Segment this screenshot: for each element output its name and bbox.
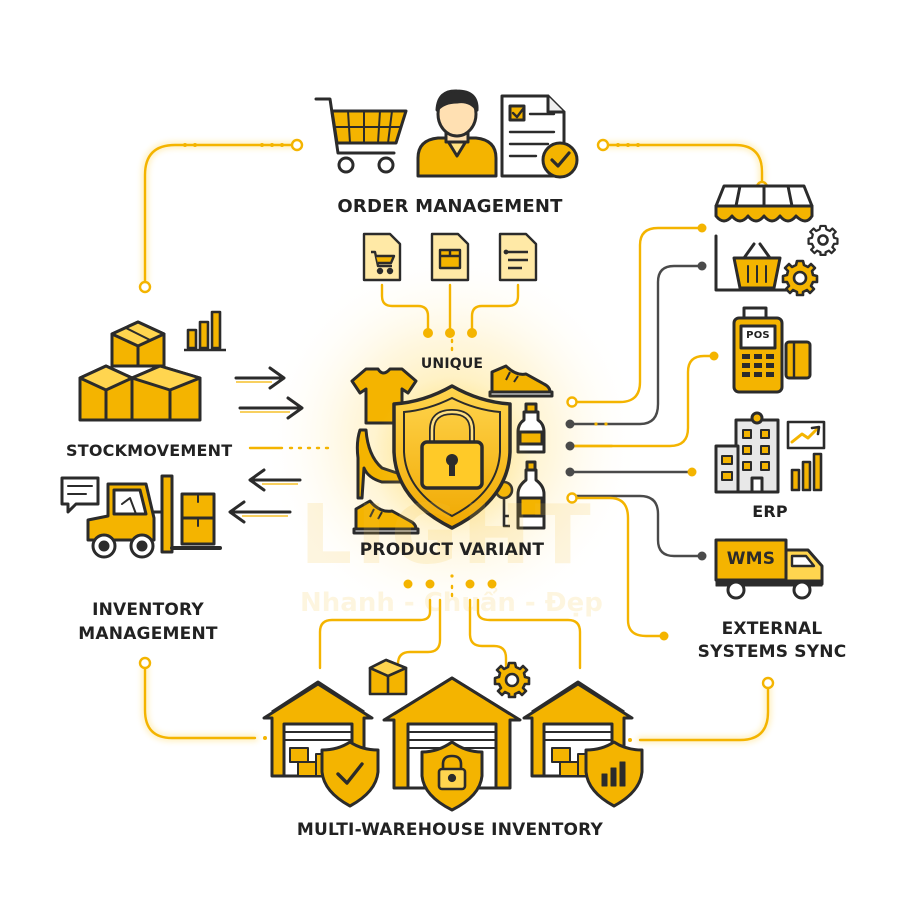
- outbound-arrows: [228, 468, 302, 524]
- external-systems-label-line1: EXTERNAL: [721, 619, 823, 639]
- shield-check-icon: [320, 740, 380, 808]
- warehouse-connector-dots: [403, 574, 497, 589]
- erp-label: ERP: [752, 502, 788, 521]
- inbound-arrows: [234, 366, 304, 420]
- doc-connector-dots: [423, 328, 477, 338]
- bar-chart-icon: [184, 310, 226, 352]
- right-connector-dots: [565, 223, 719, 641]
- outer-connectors: [138, 138, 775, 744]
- shopping-cart-icon: [314, 97, 408, 174]
- order-document-cart-icon: [362, 232, 402, 282]
- store-icon: [714, 184, 814, 292]
- box-icon: [368, 658, 408, 696]
- inbound-arrows-fill: [236, 381, 290, 413]
- order-document-list-icon: [498, 232, 538, 282]
- pos-badge-text: POS: [746, 330, 770, 341]
- unique-label: UNIQUE: [420, 356, 484, 372]
- watermark-tagline: Nhanh - Chuẩn - Đẹp: [300, 588, 603, 618]
- checklist-document-icon: [500, 94, 579, 179]
- shield-lock-icon: [372, 377, 532, 537]
- right-connectors: [568, 226, 714, 638]
- truck-icon: [714, 538, 824, 600]
- trend-chart-icon: [786, 420, 826, 492]
- gear-icon: [807, 224, 839, 256]
- inventory-management-label-line1: INVENTORY: [92, 600, 204, 620]
- inventory-management-label-line2: MANAGEMENT: [78, 624, 218, 644]
- multi-warehouse-label: MULTI-WAREHOUSE INVENTORY: [296, 820, 604, 840]
- person-icon: [416, 89, 498, 178]
- building-icon: [714, 411, 780, 494]
- pos-terminal-icon: [732, 306, 812, 394]
- warehouse-connectors: [318, 584, 582, 678]
- product-variant-label: PRODUCT VARIANT: [359, 540, 545, 560]
- gear-icon: [493, 661, 531, 699]
- warehouse-icon: [382, 676, 522, 812]
- gear-icon: [781, 259, 819, 297]
- shield-chart-icon: [584, 740, 644, 808]
- watermark-logo: LIGHT: [300, 488, 595, 583]
- boxes-icon: [78, 320, 202, 422]
- order-management-label: ORDER MANAGEMENT: [337, 196, 563, 217]
- forklift-icon: [60, 474, 222, 559]
- wms-badge-text: WMS: [726, 549, 776, 569]
- stockmovement-label: STOCKMOVEMENT: [66, 441, 233, 460]
- external-systems-label-line2: SYSTEMS SYNC: [697, 642, 847, 662]
- outbound-arrows-fill: [242, 483, 298, 517]
- order-document-box-icon: [430, 232, 470, 282]
